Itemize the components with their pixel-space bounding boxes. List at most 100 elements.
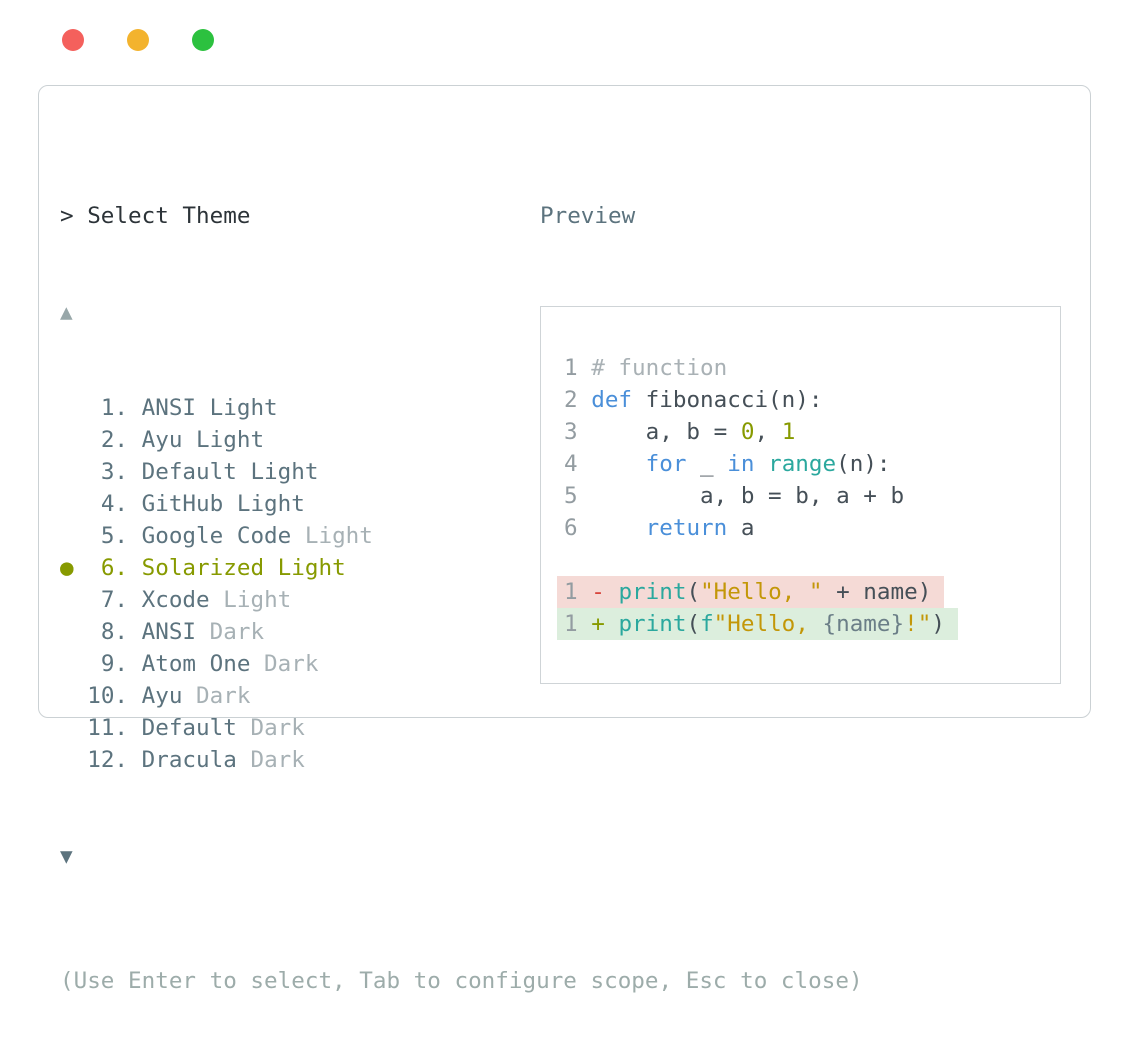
- minimize-button-icon[interactable]: [127, 29, 149, 51]
- theme-option-9[interactable]: 9. Atom One Dark: [60, 648, 863, 680]
- theme-option-label: 10. Ayu: [87, 683, 183, 709]
- code-segment: return: [645, 515, 728, 541]
- code-segment: !": [904, 611, 932, 637]
- theme-variant-label: Dark: [236, 747, 305, 773]
- code-segment: 1: [781, 419, 796, 445]
- theme-option-label: 4. GitHub Light: [87, 491, 305, 517]
- code-segment: 4: [564, 451, 592, 477]
- help-text: (Use Enter to select, Tab to configure s…: [60, 968, 863, 994]
- code-line: 4 for _ in range(n):: [564, 448, 1060, 480]
- code-segment: (: [686, 611, 701, 637]
- theme-variant-label: Dark: [196, 619, 265, 645]
- theme-variant-label: Dark: [182, 683, 251, 709]
- code-line-diff-added: 1 + print(f"Hello, {name}!"): [557, 608, 1060, 640]
- bullet-placeholder: [60, 619, 87, 645]
- code-segment: a, b = b, a + b: [591, 483, 905, 509]
- theme-variant-label: Dark: [236, 715, 305, 741]
- bullet-placeholder: [60, 459, 87, 485]
- theme-option-2[interactable]: 2. Ayu Light: [60, 424, 863, 456]
- code-line-diff-removed: 1 - print("Hello, " + name): [557, 576, 1060, 608]
- theme-option-label: 6. Solarized Light: [87, 555, 346, 581]
- code-segment: range: [768, 451, 837, 477]
- code-line: 3 a, b = 0, 1: [564, 416, 1060, 448]
- code-line: 5 a, b = b, a + b: [564, 480, 1060, 512]
- theme-option-label: 11. Default: [87, 715, 237, 741]
- code-segment: # function: [591, 355, 728, 381]
- bullet-placeholder: [60, 523, 87, 549]
- theme-variant-label: Dark: [250, 651, 319, 677]
- scroll-up-row: ▲: [60, 296, 863, 328]
- code-segment: + name): [822, 579, 932, 605]
- code-segment: for: [645, 451, 687, 477]
- scroll-down-row: ▼: [60, 840, 863, 872]
- theme-option-1[interactable]: 1. ANSI Light: [60, 392, 863, 424]
- code-segment: [754, 451, 768, 477]
- code-segment: [591, 515, 645, 541]
- theme-option-12[interactable]: 12. Dracula Dark: [60, 744, 863, 776]
- theme-option-6[interactable]: ● 6. Solarized Light: [60, 552, 863, 584]
- theme-option-label: 2. Ayu Light: [87, 427, 265, 453]
- code-segment: 1: [564, 611, 592, 637]
- code-segment: a, b =: [591, 419, 741, 445]
- code-segment: 1: [564, 579, 592, 605]
- code-segment: 3: [564, 419, 592, 445]
- scroll-up-icon[interactable]: ▲: [60, 300, 73, 324]
- code-segment: 1: [564, 355, 592, 381]
- code-segment: fibonacci(n):: [632, 387, 823, 413]
- bullet-placeholder: [60, 427, 87, 453]
- theme-option-8[interactable]: 8. ANSI Dark: [60, 616, 863, 648]
- bullet-placeholder: [60, 715, 87, 741]
- theme-option-7[interactable]: 7. Xcode Light: [60, 584, 863, 616]
- bullet-placeholder: [60, 395, 87, 421]
- code-line: 1 # function: [564, 352, 1060, 384]
- code-segment: [591, 451, 645, 477]
- close-button-icon[interactable]: [62, 29, 84, 51]
- code-segment: 6: [564, 515, 592, 541]
- code-segment: print: [618, 611, 687, 637]
- code-segment: 2: [564, 387, 592, 413]
- code-segment: (n):: [836, 451, 891, 477]
- code-segment: {name}: [822, 611, 905, 637]
- zoom-button-icon[interactable]: [192, 29, 214, 51]
- code-segment: 0: [740, 419, 755, 445]
- selected-bullet-icon: ●: [60, 555, 88, 581]
- theme-option-label: 12. Dracula: [87, 747, 237, 773]
- code-segment: ,: [754, 419, 782, 445]
- code-segment: ): [931, 611, 945, 637]
- code-segment: print: [618, 579, 687, 605]
- theme-option-11[interactable]: 11. Default Dark: [60, 712, 863, 744]
- theme-option-3[interactable]: 3. Default Light: [60, 456, 863, 488]
- diff-added-highlight: 1 + print(f"Hello, {name}!"): [557, 608, 958, 640]
- code-segment: a: [727, 515, 755, 541]
- page-title: > Select Theme: [60, 203, 251, 229]
- diff-removed-highlight: 1 - print("Hello, " + name): [557, 576, 945, 608]
- code-segment: +: [591, 611, 605, 637]
- scroll-down-icon[interactable]: ▼: [60, 844, 73, 868]
- bullet-placeholder: [60, 587, 87, 613]
- theme-option-label: 8. ANSI: [87, 619, 197, 645]
- bullet-placeholder: [60, 651, 87, 677]
- theme-option-label: 7. Xcode: [87, 587, 210, 613]
- theme-option-4[interactable]: 4. GitHub Light: [60, 488, 863, 520]
- code-line: 2 def fibonacci(n):: [564, 384, 1060, 416]
- theme-variant-label: Light: [209, 587, 292, 613]
- theme-option-label: 1. ANSI Light: [87, 395, 278, 421]
- theme-picker-panel: > Select Theme ▲ 1. ANSI Light 2. Ayu Li…: [38, 85, 1091, 994]
- code-segment: "Hello, ": [700, 579, 823, 605]
- window-traffic-lights: [62, 29, 214, 51]
- code-segment: in: [727, 451, 755, 477]
- code-segment: [605, 611, 619, 637]
- code-segment: (: [686, 579, 701, 605]
- code-segment: f: [700, 611, 714, 637]
- code-segment: -: [591, 579, 605, 605]
- theme-option-5[interactable]: 5. Google Code Light: [60, 520, 863, 552]
- theme-option-label: 9. Atom One: [87, 651, 251, 677]
- code-line: 6 return a: [564, 512, 1060, 544]
- theme-option-label: 3. Default Light: [87, 459, 319, 485]
- theme-option-10[interactable]: 10. Ayu Dark: [60, 680, 863, 712]
- code-segment: [605, 579, 619, 605]
- code-segment: _: [686, 451, 728, 477]
- bullet-placeholder: [60, 491, 87, 517]
